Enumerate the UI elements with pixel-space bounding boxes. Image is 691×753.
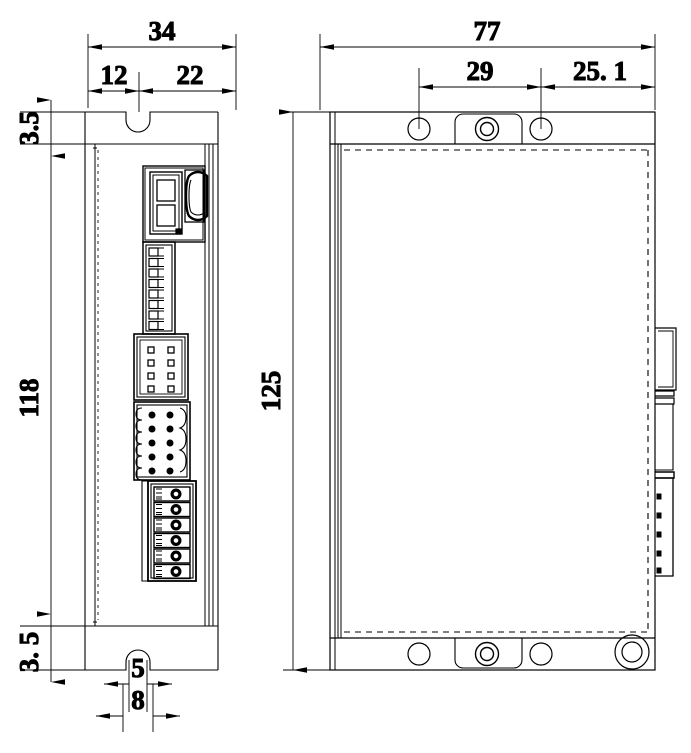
dim-front-hole-spacing-left: 29 — [467, 56, 494, 86]
side-connector-lower — [655, 471, 675, 577]
mounting-hole-bottom-left — [407, 642, 431, 666]
dim-slot-outer-width: 8 — [131, 685, 145, 715]
bottom-flange-boss — [454, 638, 523, 669]
dim-slot-inner-width: 5 — [131, 653, 145, 683]
dim-front-overall-height: 125 — [256, 371, 286, 412]
front-view-bottom-holes — [407, 634, 650, 670]
front-view-body-outline — [329, 111, 656, 671]
mounting-hole-bottom-far-right — [614, 634, 650, 670]
front-view-hidden-outline — [344, 149, 649, 633]
side-view-body-outline — [84, 111, 219, 671]
screw-terminal-block — [141, 480, 197, 582]
usb-connector — [184, 169, 209, 223]
display-usb-assembly — [142, 165, 209, 243]
pin-header-8-pins — [147, 346, 175, 393]
dim-front-hole-spacing-right: 25. 1 — [573, 56, 627, 86]
side-connector-upper — [655, 327, 677, 397]
front-view-dimensions: 77 29 25. 1 125 — [256, 16, 656, 673]
front-view-top-holes — [407, 116, 553, 142]
pin-header-8 — [133, 333, 189, 401]
dim-side-overall-height: 118 — [14, 378, 44, 417]
mounting-hole-bottom-right — [529, 642, 553, 666]
side-connector-middle — [655, 397, 675, 471]
dim-side-right-segment: 22 — [177, 60, 204, 90]
top-flange-boss — [454, 113, 523, 144]
front-view-group — [329, 111, 677, 671]
dim-flange-thickness-top: 3.5 — [14, 111, 44, 145]
seven-segment-display — [149, 171, 183, 235]
terminal-screws — [170, 488, 182, 577]
connector-10-pins — [148, 411, 174, 475]
dim-front-overall-width: 77 — [474, 16, 501, 46]
connector-10 — [133, 401, 191, 481]
front-view-side-connectors — [655, 327, 677, 577]
dim-side-overall-width: 34 — [149, 16, 176, 46]
mounting-hole-top-center — [474, 116, 500, 142]
screw-terminal-positions — [153, 486, 191, 580]
dip-switch-positions — [148, 247, 164, 331]
side-view-group — [84, 111, 219, 671]
dim-side-left-segment: 12 — [101, 60, 128, 90]
side-view-dimensions: 34 12 22 3.5 3. 5 118 5 8 — [14, 16, 237, 732]
dip-switch-bank — [142, 241, 176, 335]
mounting-hole-bottom-center — [474, 641, 500, 667]
dim-flange-thickness-bottom: 3. 5 — [14, 632, 44, 673]
